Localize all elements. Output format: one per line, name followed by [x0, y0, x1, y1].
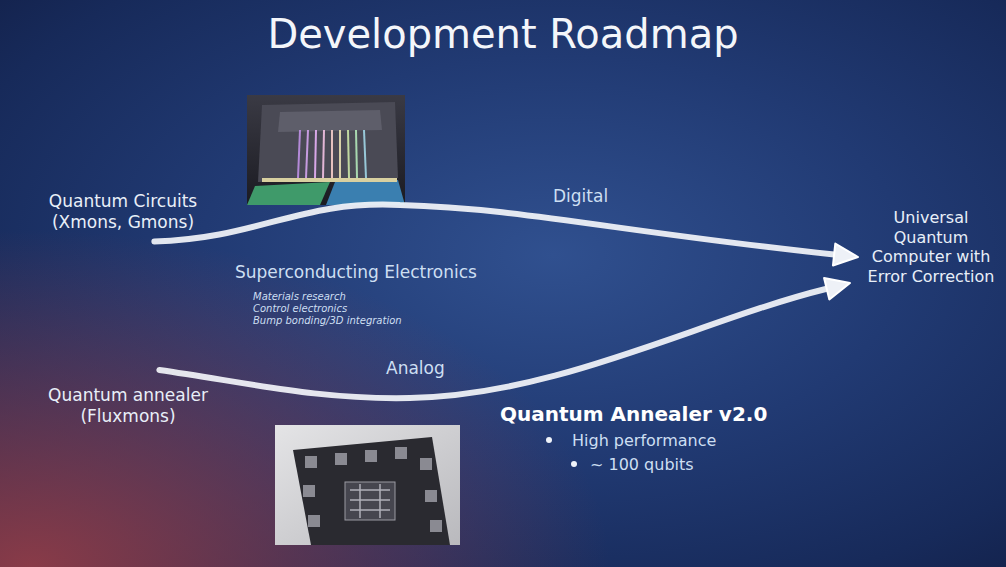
chalk-arrow: [159, 278, 850, 398]
chip-pad: [247, 182, 330, 205]
qubit-line: [306, 130, 308, 178]
bond-pads: [303, 447, 442, 532]
chip-bus: [278, 110, 382, 132]
roadmap-endpoint: Quantum annealer (Fluxmons): [30, 382, 226, 429]
bond-pad: [308, 515, 320, 527]
bond-pad: [420, 458, 432, 470]
endpoint-text: Universal Quantum Computer with Error Co…: [866, 208, 996, 286]
arrow-head: [833, 244, 858, 266]
qubit-line: [298, 130, 300, 178]
edge-label: Digital: [553, 186, 608, 206]
chalk-stroke: [159, 289, 826, 398]
section-label: Superconducting Electronics: [235, 262, 477, 282]
endpoint-text: Quantum Circuits (Xmons, Gmons): [29, 191, 217, 232]
wire: [350, 499, 390, 501]
bullet-dot: [571, 461, 577, 467]
annealer-chip-photo: [275, 425, 460, 545]
wire: [350, 509, 390, 511]
chip-die: [293, 437, 450, 545]
endpoint-text: Quantum annealer (Fluxmons): [34, 385, 222, 426]
edge-label: Analog: [386, 358, 445, 378]
photo-frame: [247, 95, 405, 205]
bond-pad: [430, 520, 442, 532]
wire: [359, 484, 361, 518]
chalk-stroke: [154, 205, 834, 255]
qubit-line: [364, 130, 366, 178]
product-heading: Quantum Annealer v2.0: [500, 402, 767, 426]
chip-die: [258, 102, 398, 182]
sub-item: Materials research: [253, 291, 346, 303]
bullet-item: ~ 100 qubits: [590, 455, 694, 474]
bullet-dot: [546, 437, 552, 443]
wire: [379, 484, 381, 518]
qubit-lines: [298, 130, 366, 178]
bond-pad: [425, 490, 437, 502]
qubit-line: [356, 130, 357, 178]
roadmap-endpoint: Universal Quantum Computer with Error Co…: [862, 205, 1000, 289]
qubit-line: [323, 130, 324, 178]
qubit-line: [331, 130, 333, 178]
chip-edge: [262, 178, 397, 182]
roadmap-endpoint: Quantum Circuits (Xmons, Gmons): [25, 188, 221, 235]
diagram-title: Development Roadmap: [0, 10, 1006, 58]
qubit-line: [348, 130, 349, 178]
qubit-chip-photo: [247, 95, 405, 205]
bond-pad: [365, 450, 377, 462]
bond-pad: [303, 485, 315, 497]
qubit-line: [339, 130, 341, 178]
sub-item: Control electronics: [253, 303, 347, 315]
chalk-arrow: [154, 205, 858, 266]
bond-pad: [395, 447, 407, 459]
chip-pad: [326, 180, 405, 205]
bond-pad: [305, 456, 317, 468]
qubit-line: [315, 130, 316, 178]
bullet-item: High performance: [572, 431, 716, 450]
bond-pad: [335, 453, 347, 465]
arrow-head: [824, 278, 850, 299]
sub-item: Bump bonding/3D integration: [253, 315, 402, 327]
photo-frame: [275, 425, 460, 545]
qubit-array: [345, 482, 395, 520]
wire: [350, 489, 390, 491]
chip-wiring: [350, 484, 390, 518]
